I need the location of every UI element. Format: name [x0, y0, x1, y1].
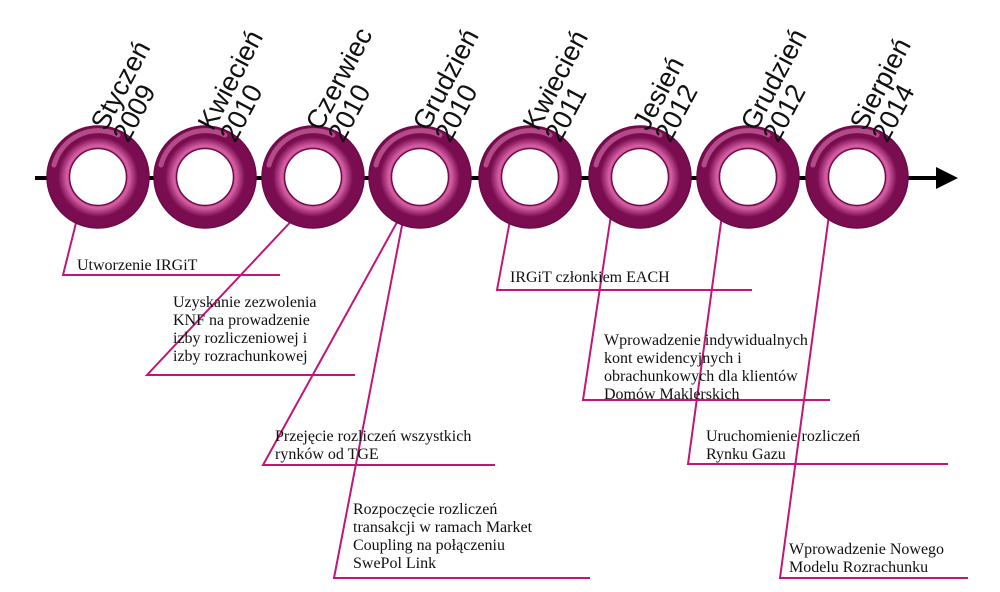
event-connector-1: [61, 214, 280, 276]
event-connector-5: [495, 214, 752, 291]
milestone-ring: [261, 125, 365, 229]
milestone-ring: [46, 125, 150, 229]
event-line: rynków od TGE: [275, 446, 379, 463]
event-line: IRGiT członkiem EACH: [510, 269, 670, 286]
event-line: Uruchomienie rozliczeń: [706, 428, 860, 445]
event-line: Wprowadzenie indywidualnych: [604, 332, 808, 349]
event-line: Uzyskanie zezwolenia: [173, 294, 316, 311]
event-line: Modelu Rozrachunku: [789, 559, 928, 576]
event-connector-6: [581, 214, 830, 401]
milestone-date-label: Kwiecień2011: [517, 25, 616, 146]
event-line: transakcji w ramach Market: [353, 519, 533, 536]
event-connector-4: [332, 214, 590, 579]
milestone-ring: [478, 125, 582, 229]
milestone-date-label: Czerwiec2010: [300, 23, 401, 147]
event-description-5: IRGiT członkiem EACH: [510, 269, 670, 286]
event-connector-2: [144, 214, 355, 376]
event-line: Rozpoczęcie rozliczeń: [353, 501, 497, 518]
milestone-date-label: Grudzień2010: [407, 24, 507, 147]
milestone-ring: [153, 125, 257, 229]
milestone-ring: [588, 125, 692, 229]
milestone-ring: [368, 125, 472, 229]
event-connector-7: [686, 214, 948, 465]
event-line: izby rozliczeniowej i: [173, 330, 308, 347]
event-line: Rynku Gazu: [706, 446, 786, 463]
event-connector-8: [778, 214, 968, 579]
milestone-date-label: Grudzień2012: [735, 24, 835, 147]
event-line: kont ewidencyjnych i: [604, 350, 742, 367]
milestone-ring: [696, 125, 800, 229]
event-line: Wprowadzenie Nowego: [789, 541, 944, 558]
event-line: Utworzenie IRGiT: [77, 257, 198, 274]
event-line: SwePol Link: [353, 555, 436, 572]
milestone-ring: [805, 125, 909, 229]
event-line: izby rozrachunkowej: [173, 348, 308, 365]
timeline-arrowhead: [936, 167, 958, 189]
milestone-rings: [46, 125, 909, 229]
event-line: Coupling na połączeniu: [353, 537, 505, 554]
event-description-1: Utworzenie IRGiT: [77, 257, 198, 274]
event-line: obrachunkowych dla klientów: [604, 368, 798, 385]
event-connectors: [61, 214, 968, 579]
event-line: Domów Maklerskich: [604, 386, 740, 403]
event-line: KNF na prowadzenie: [173, 312, 310, 329]
milestone-date-label: Kwiecień2010: [192, 25, 291, 146]
event-line: Przejęcie rozliczeń wszystkich: [275, 428, 471, 445]
event-connector-3: [261, 214, 495, 466]
